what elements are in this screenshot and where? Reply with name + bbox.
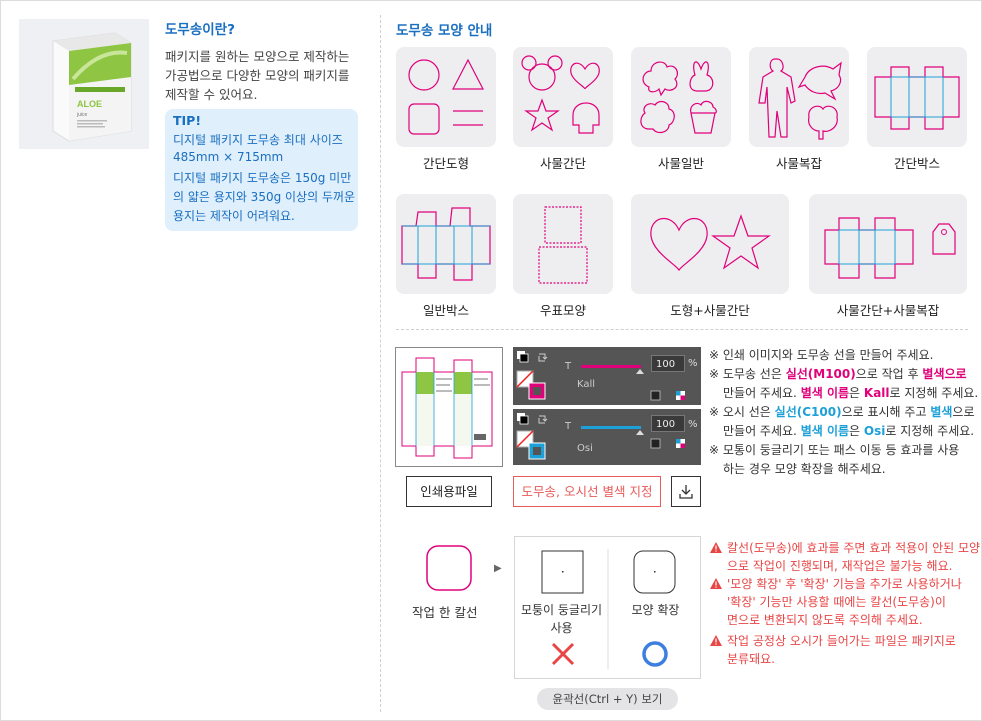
- print-dieline-thumbnail: [401, 357, 493, 459]
- print-note: ※ 도무송 선은 실선(M100)으로 작업 후 별색으로: [709, 367, 967, 381]
- cut-line-shape: [426, 545, 472, 591]
- warning-icon: [710, 542, 722, 553]
- heart-star-icon: [650, 214, 771, 272]
- shape-card-stamp: [513, 194, 613, 294]
- vertical-divider: [380, 15, 381, 712]
- shape-label: 일반박스: [422, 303, 469, 318]
- horizontal-divider: [396, 329, 968, 330]
- shape-label: 간단도형: [422, 156, 469, 171]
- print-note: 하는 경우 모양 확장을 해주세요.: [723, 462, 886, 476]
- shape-label: 사물간단+사물복잡: [836, 303, 940, 318]
- x-mark-icon: [551, 642, 575, 666]
- osi-tint-value[interactable]: 100: [651, 415, 685, 432]
- product-image: ALOE juice: [19, 19, 149, 149]
- warning-icon: [710, 635, 722, 646]
- swatch-name-osi: Osi: [577, 443, 593, 454]
- print-note: 만들어 주세요. 별색 이름은 Kall로 지정해 주세요.: [723, 386, 979, 400]
- tip-line: 의 얇은 용지와 350g 이상의 두꺼운: [173, 190, 356, 204]
- outline-view-button[interactable]: 윤곽선(Ctrl + Y) 보기: [537, 688, 678, 710]
- shape-card-simple-figure: [396, 47, 496, 147]
- tip-box: TIP! 디지털 패키지 도무송 최대 사이즈 485mm × 715mm 디지…: [165, 109, 358, 231]
- download-button[interactable]: [671, 476, 701, 507]
- box-tag-icon: [824, 217, 956, 279]
- tip-line: 디지털 패키지 도무송은 150g 미만: [173, 171, 352, 185]
- shape-card-object-general: [631, 47, 731, 147]
- tip-line: 485mm × 715mm: [173, 150, 284, 164]
- warning-text: '모양 확장' 후 '확장' 기능을 추가로 사용하거나: [727, 577, 962, 591]
- arrow-right-icon: ▶: [494, 563, 502, 574]
- tint-label: T: [565, 361, 572, 372]
- simple-figure-icon: [408, 58, 484, 135]
- warning-text: 칼선(도무송)에 효과를 주면 효과 적용이 안된 모양: [727, 541, 981, 555]
- svg-text:ALOE: ALOE: [77, 99, 102, 109]
- spot-color-button[interactable]: 도무송, 오시선 별색 지정: [513, 476, 661, 507]
- cut-line-label: 작업 한 칼선: [412, 605, 478, 620]
- print-note: ※ 인쇄 이미지와 도무송 선을 만들어 주세요.: [709, 348, 934, 362]
- warning-text: '확장' 기능만 사용할 때에는 칼선(도무송)이: [727, 595, 946, 609]
- percent-unit: %: [688, 419, 698, 430]
- compare-round-corner-label: 사용: [550, 621, 573, 635]
- shape-label: 사물복잡: [775, 156, 822, 171]
- percent-unit: %: [688, 358, 698, 369]
- shape-label: 우표모양: [539, 303, 586, 318]
- svg-text:juice: juice: [76, 112, 88, 118]
- warning-icon: [710, 578, 722, 589]
- stamp-shape-icon: [538, 206, 588, 284]
- swatch-panel-osi: T 100 % Osi: [513, 409, 701, 465]
- shape-label: 간단박스: [893, 156, 940, 171]
- shape-card-general-box: [396, 194, 496, 294]
- shape-card-simple-box: [867, 47, 967, 147]
- general-box-die-icon: [401, 207, 491, 281]
- about-desc-line: 제작할 수 있어요.: [165, 87, 258, 102]
- osi-panel-graphics: [516, 413, 685, 460]
- kall-panel-graphics: [516, 351, 685, 401]
- swatch-name-kall: Kall: [577, 379, 596, 390]
- compare-box: 모퉁이 둥글리기 사용 모양 확장: [514, 536, 701, 679]
- about-desc-line: 가공법으로 다양한 모양의 패키지를: [165, 68, 350, 83]
- compare-graphics: [541, 549, 676, 669]
- warning-text: 작업 공정상 오시가 들어가는 파일은 패키지로: [727, 634, 956, 648]
- compare-expand-label: 모양 확장: [631, 603, 680, 617]
- tip-title: TIP!: [173, 113, 202, 128]
- shape-label: 도형+사물간단: [670, 303, 750, 318]
- shape-card-object-simple: [513, 47, 613, 147]
- print-file-preview: [395, 347, 503, 467]
- object-simple-icon: [521, 55, 600, 134]
- shape-card-figure-object: [631, 194, 789, 294]
- swatch-panel-kall: T 100 % Kall: [513, 347, 701, 405]
- object-complex-icon: [758, 58, 842, 140]
- shape-label: 사물일반: [657, 156, 704, 171]
- kall-tint-value[interactable]: 100: [651, 355, 685, 372]
- shape-card-object-object: [809, 194, 967, 294]
- warning-text: 으로 작업이 진행되며, 재작업은 불가능 해요.: [727, 559, 953, 573]
- print-note: ※ 오시 선은 실선(C100)으로 표시해 주고 별색으로: [709, 405, 975, 419]
- about-title: 도무송이란?: [165, 22, 235, 38]
- o-mark-icon: [642, 641, 668, 667]
- tip-line: 디지털 패키지 도무송 최대 사이즈: [173, 133, 343, 147]
- tint-label: T: [565, 421, 572, 432]
- print-file-button[interactable]: 인쇄용파일: [406, 476, 492, 507]
- compare-round-corner-label: 모퉁이 둥글리기: [520, 603, 603, 617]
- shape-label: 사물간단: [539, 156, 586, 171]
- shape-card-object-complex: [749, 47, 849, 147]
- about-desc-line: 패키지를 원하는 모양으로 제작하는: [165, 49, 350, 64]
- warning-text: 분류돼요.: [727, 652, 775, 666]
- print-note: 만들어 주세요. 별색 이름은 Osi로 지정해 주세요.: [723, 424, 975, 438]
- print-note: ※ 모통이 둥글리기 또는 패스 이동 등 효과를 사용: [709, 443, 960, 457]
- shape-guide-title: 도무송 모양 안내: [396, 23, 493, 39]
- simple-box-die-icon: [874, 66, 960, 130]
- tip-line: 용지는 제작이 어려워요.: [173, 209, 295, 223]
- object-general-icon: [640, 61, 717, 134]
- download-icon: [679, 485, 693, 499]
- aloe-box-illustration: ALOE juice: [52, 32, 132, 142]
- warning-text: 면으로 변환되지 않도록 주의해 주세요.: [727, 613, 923, 627]
